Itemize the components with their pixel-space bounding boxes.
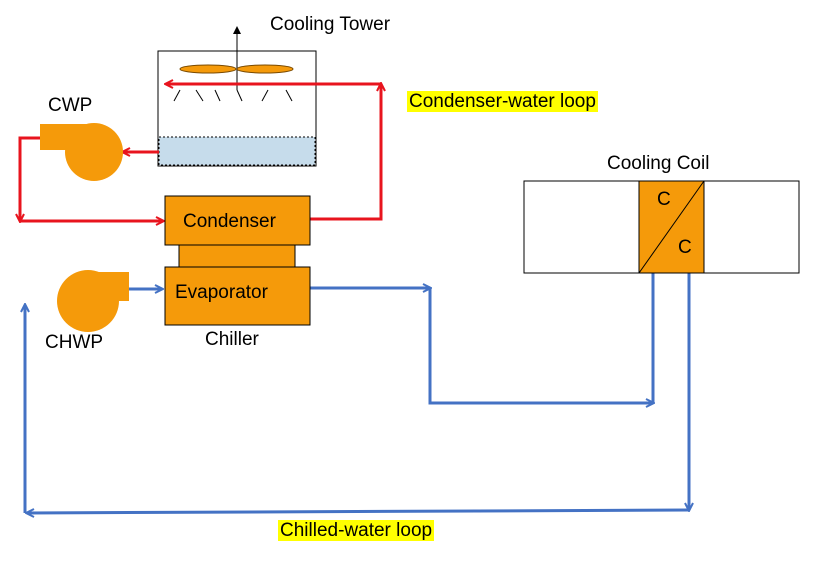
cwp-label: CWP	[48, 95, 93, 116]
chwp-label: CHWP	[45, 332, 104, 353]
chiller: Condenser Evaporator	[164, 195, 311, 326]
cooling-tower-label: Cooling Tower	[270, 14, 391, 35]
fan-icon	[179, 64, 294, 74]
evaporator-label: Evaporator	[175, 282, 269, 303]
evaporator-box	[164, 266, 311, 326]
cooling-tower	[157, 26, 317, 167]
condenser-label: Condenser	[183, 211, 277, 232]
spray-nozzles	[173, 89, 293, 102]
pump-icon	[40, 123, 123, 181]
condenser-loop-label: Condenser-water loop	[407, 91, 598, 112]
cooling-coil: C C	[523, 180, 800, 274]
chiller-label: Chiller	[205, 329, 259, 350]
cooling-coil-label: Cooling Coil	[607, 153, 710, 174]
chilled-water-loop	[25, 218, 689, 513]
coil-c-top: C	[657, 189, 671, 210]
chiller-compressor	[178, 244, 296, 268]
cooling-tower-basin	[158, 136, 316, 166]
coil-c-bottom: C	[678, 237, 692, 258]
coil-divider	[638, 180, 705, 274]
pump-icon	[57, 270, 129, 332]
condenser-box	[164, 195, 311, 246]
chilled-loop-label: Chilled-water loop	[278, 520, 435, 541]
condenser-water-loop	[20, 84, 381, 221]
